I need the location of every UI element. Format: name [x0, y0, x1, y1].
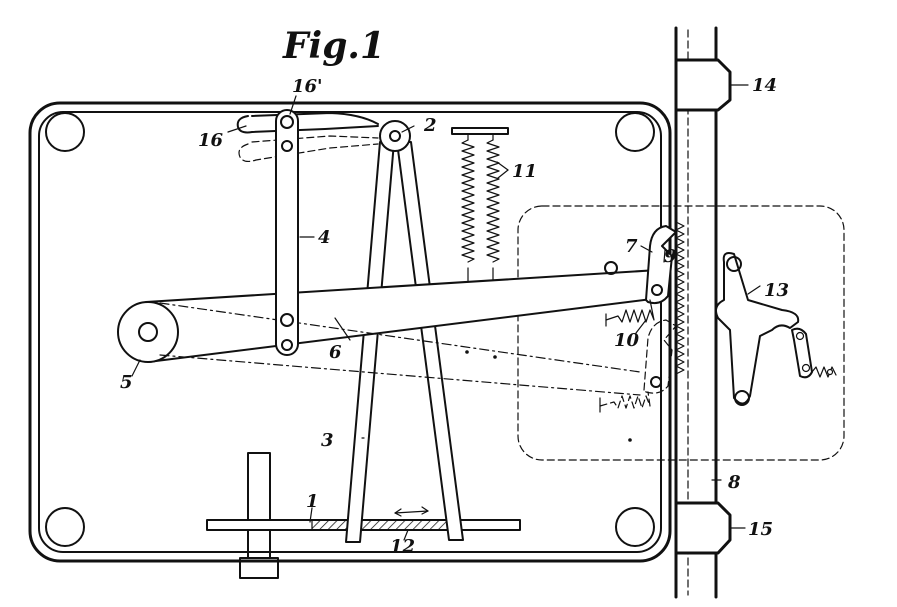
- slot-guides: [236, 112, 379, 163]
- label-6: 6: [329, 342, 342, 363]
- crossing-levers: [345, 141, 464, 543]
- lower-catch-block: [674, 501, 732, 555]
- label-8: 8: [727, 472, 741, 493]
- label-16: 16: [198, 130, 224, 151]
- label-1: 1: [306, 491, 319, 512]
- label-13: 13: [764, 280, 789, 301]
- figure-title: Fig.1: [282, 25, 385, 67]
- reference-labels: 1 2 3 4 5 6 7 8 9 10 11 12 13 14 15 16 1…: [120, 75, 789, 557]
- corner-screw-bottom-left: [45, 507, 85, 547]
- label-10: 10: [614, 330, 640, 351]
- lower-pawl: [599, 319, 677, 442]
- housing-plate: [28, 101, 672, 563]
- lever-alternate-position: [159, 302, 641, 396]
- main-lever: [117, 269, 661, 363]
- label-15: 15: [748, 519, 773, 540]
- label-7: 7: [625, 236, 638, 257]
- label-16-prime: 16': [292, 76, 323, 97]
- label-11: 11: [512, 161, 537, 182]
- pivot-2: [379, 120, 411, 152]
- trip-mechanism: [715, 252, 837, 406]
- label-5: 5: [120, 372, 133, 393]
- upper-pawl: [605, 225, 677, 327]
- label-2: 2: [423, 115, 437, 136]
- corner-screw-top-right: [615, 112, 655, 152]
- leader-lines: [131, 84, 761, 541]
- corner-screw-top-left: [45, 112, 85, 152]
- label-14: 14: [752, 75, 777, 96]
- springs: [451, 127, 509, 298]
- label-9: 9: [664, 246, 677, 267]
- label-3: 3: [321, 430, 334, 451]
- label-4: 4: [318, 227, 331, 248]
- link-bar: [275, 109, 299, 356]
- post: [239, 452, 279, 579]
- auxiliary-panel-outline: [517, 205, 845, 461]
- label-12: 12: [390, 536, 415, 557]
- stud: [604, 261, 618, 275]
- corner-screw-bottom-right: [615, 507, 655, 547]
- upper-catch-block: [674, 58, 732, 112]
